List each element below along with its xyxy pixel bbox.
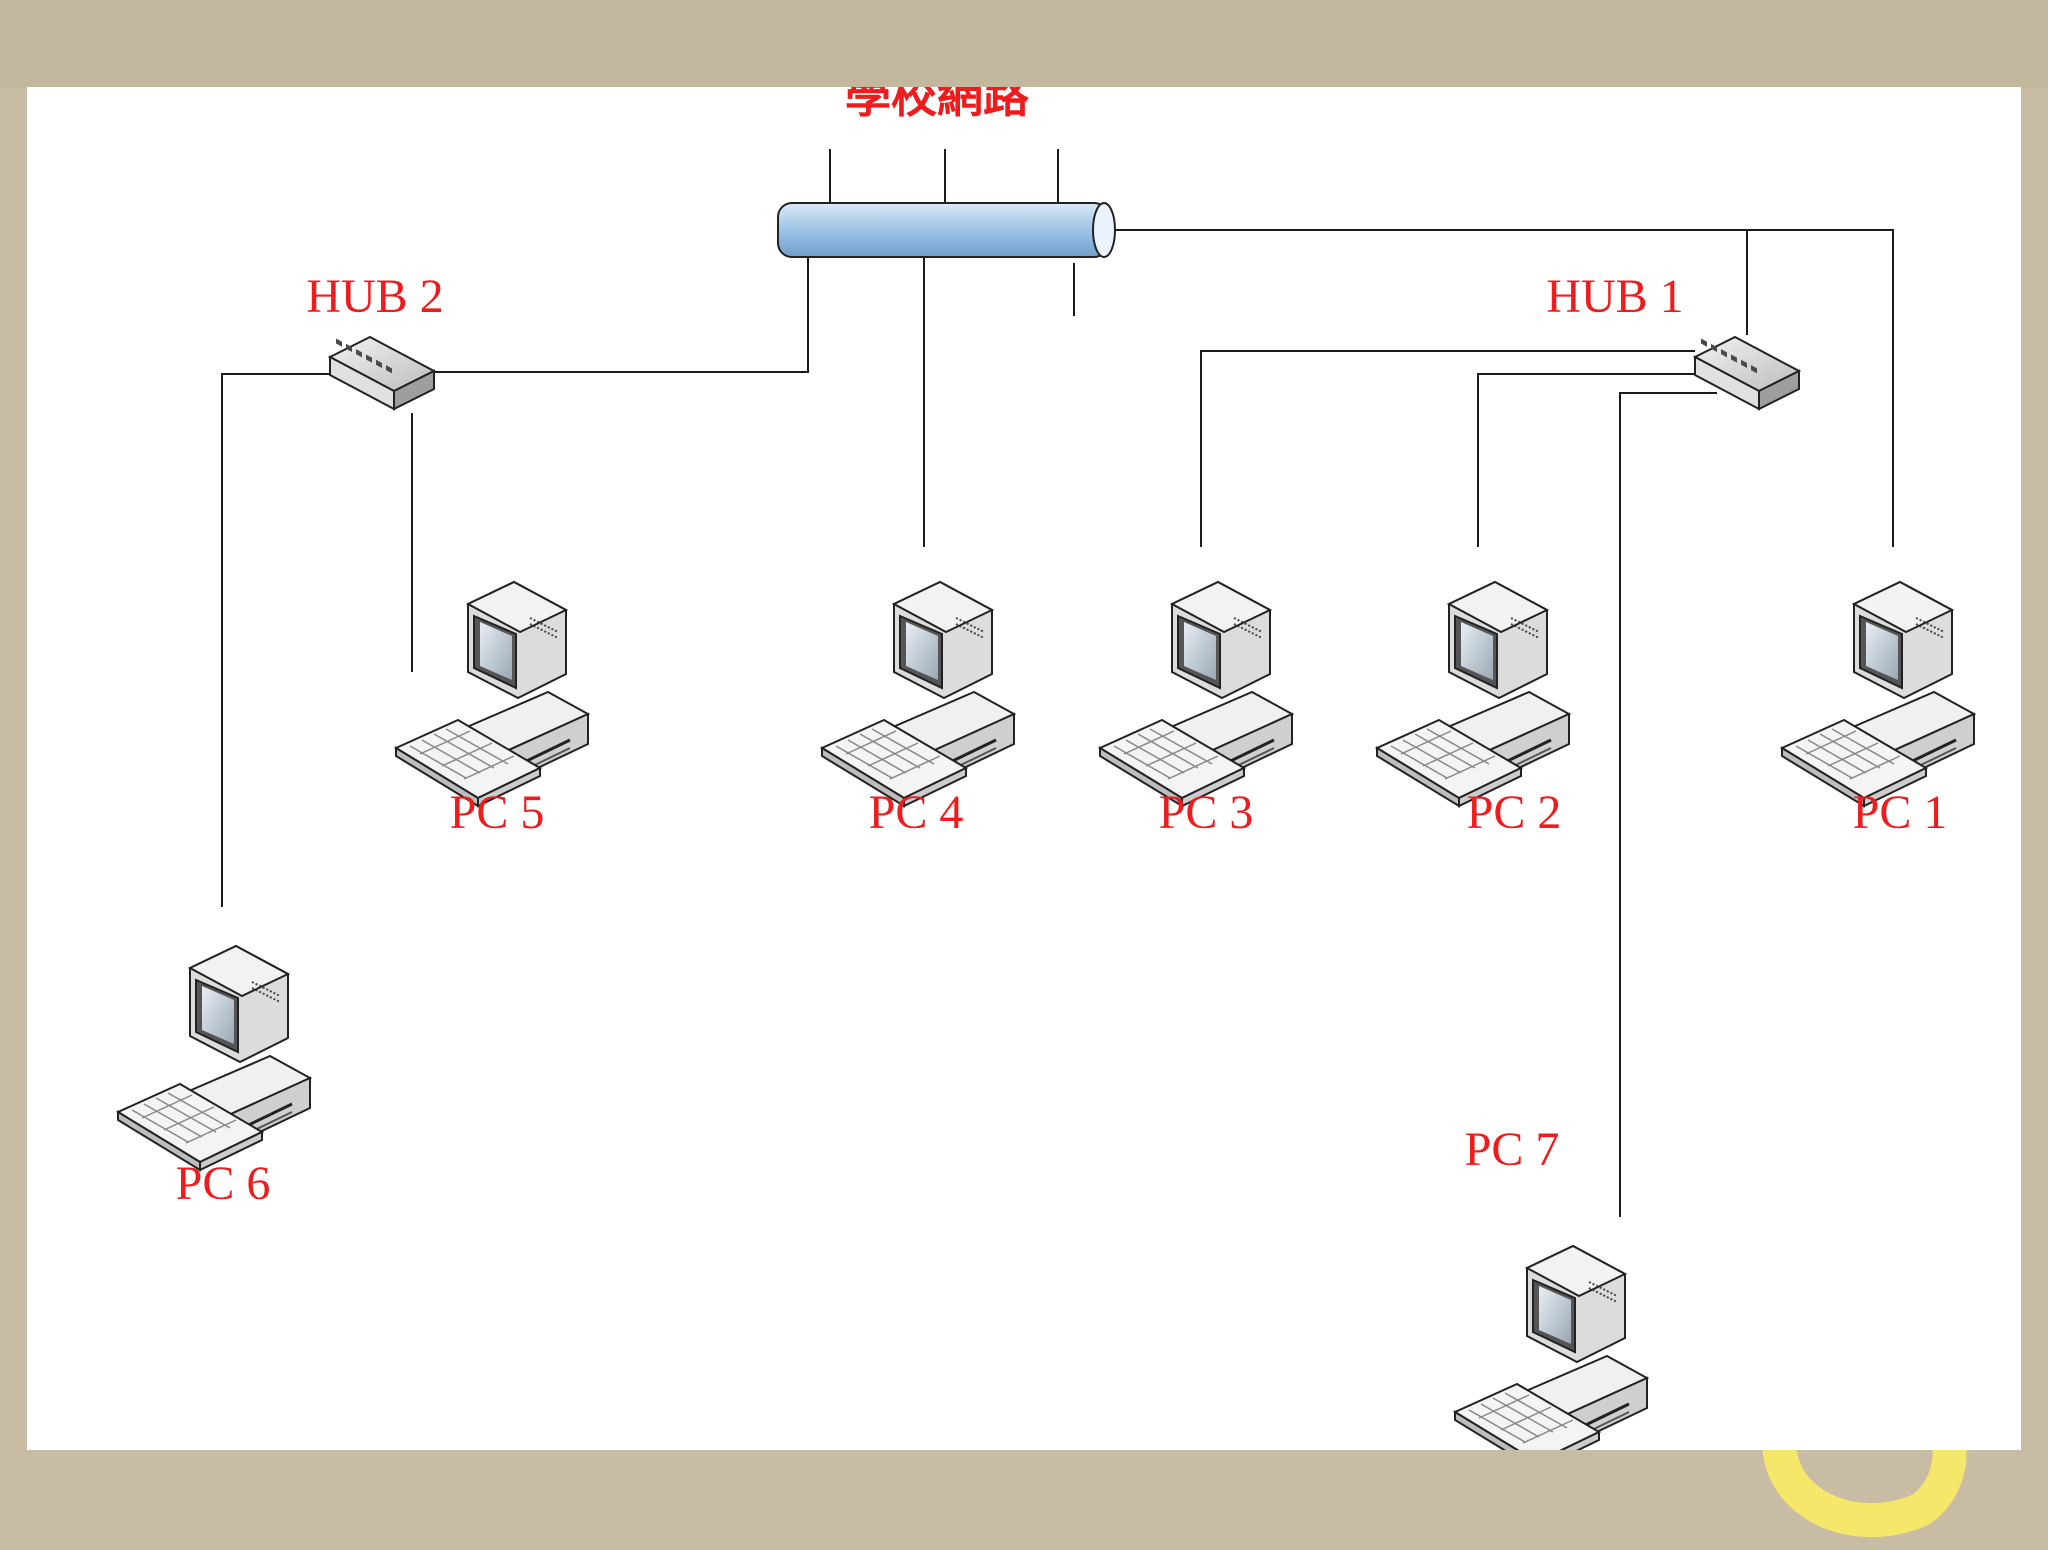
pc-3-label: PC 3 — [1158, 786, 1254, 839]
decorative-swirl — [1762, 1430, 1967, 1537]
pc-4-label: PC 4 — [868, 786, 964, 839]
link-hub2-pc6 — [221, 373, 329, 907]
hub-1-icon — [1694, 336, 1800, 410]
pc-2-icon — [1375, 580, 1571, 808]
pc-5-label: PC 5 — [449, 786, 545, 839]
link-hub1-pc2 — [1477, 373, 1695, 547]
pc-3-icon — [1098, 580, 1294, 808]
link-hub1-pc7 — [1619, 392, 1717, 1217]
pc-7-label: PC 7 — [1464, 1123, 1560, 1176]
school-network-backbone — [777, 202, 1116, 258]
pc-5-icon — [394, 580, 590, 808]
connection-lines — [221, 149, 1894, 1217]
pc-2-label: PC 2 — [1466, 786, 1562, 839]
pc-7-icon — [1453, 1244, 1649, 1450]
hub-2-icon — [329, 336, 435, 410]
hub-2-label: HUB 2 — [306, 270, 444, 323]
pc-6-icon — [116, 944, 312, 1172]
link-backbone-pc1 — [1112, 229, 1894, 547]
link-hub1-pc3 — [1200, 350, 1695, 547]
link-backbone-hub2 — [431, 257, 809, 373]
slide-panel: 學校網路 HUB 2 HUB 1 PC 1 PC 2 PC 3 PC 4 PC … — [27, 87, 2021, 1450]
network-diagram — [116, 149, 1976, 1450]
network-title: 學校網路 — [845, 87, 1029, 123]
top-band — [0, 0, 2048, 88]
pc-6-label: PC 6 — [175, 1157, 271, 1210]
pc-4-icon — [820, 580, 1016, 808]
pc-1-icon — [1780, 580, 1976, 808]
hub-1-label: HUB 1 — [1546, 270, 1684, 323]
pc-1-label: PC 1 — [1852, 786, 1948, 839]
